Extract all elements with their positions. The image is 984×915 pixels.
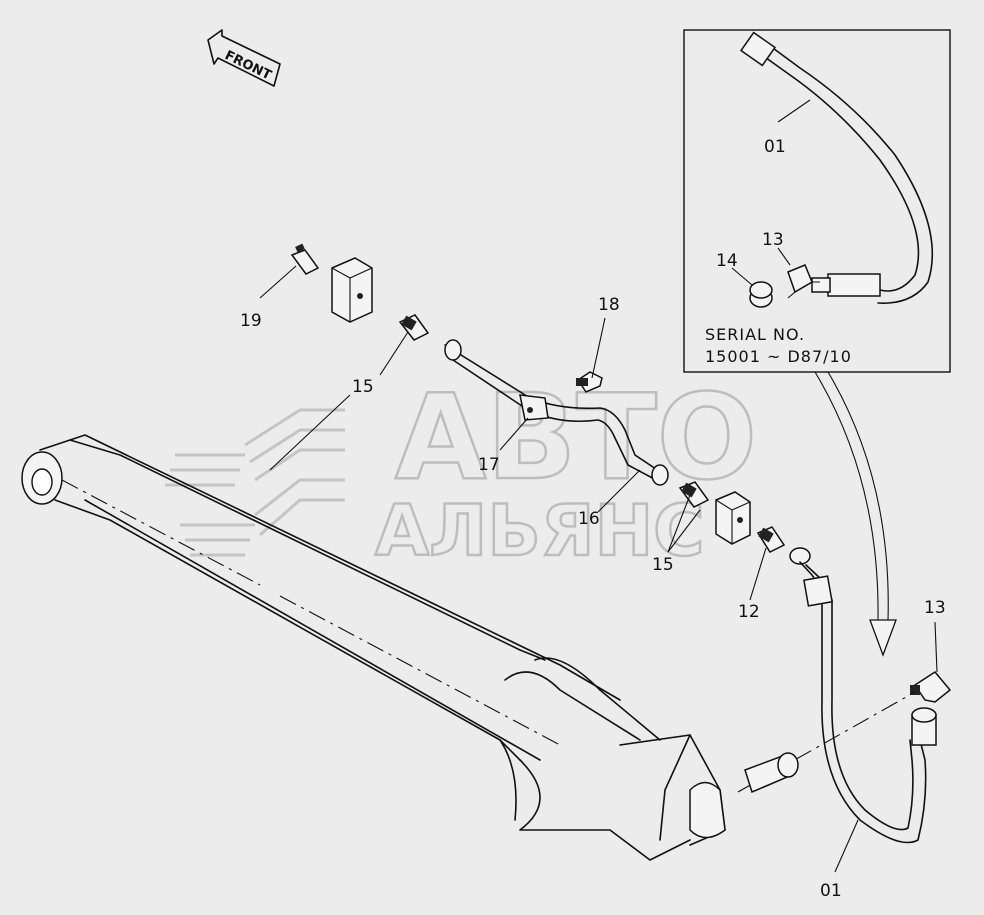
callout-15-right: 15 [652,555,674,575]
callout-14: 14 [716,251,738,271]
serial-inset-box: 01 13 14 SERIAL NO. 15001 ~ D87/10 [683,29,951,373]
front-direction-arrow: FRONT [207,29,281,87]
callout-01-inset: 01 [764,137,786,157]
inset-pointer-line [814,371,879,621]
serial-label: SERIAL NO. [705,325,805,344]
callout-18: 18 [598,295,620,315]
callout-16: 16 [578,509,600,529]
leader-lines [259,265,938,873]
callout-15-left: 15 [352,377,374,397]
watermark-line2: АЛЬЯНС [375,490,705,572]
boom-arm [21,434,726,861]
front-label: FRONT [222,48,273,83]
watermark-line1: АВТО [395,368,757,506]
watermark-logo: АВТО АЛЬЯНС [165,367,758,573]
callout-17: 17 [478,455,500,475]
callout-13-main: 13 [924,598,946,618]
serial-range: 15001 ~ D87/10 [705,347,852,366]
callout-19: 19 [240,311,262,331]
pipe-assembly [290,243,952,844]
callout-01-main: 01 [820,881,842,901]
callout-12: 12 [738,602,760,622]
callout-13-inset: 13 [762,230,784,250]
